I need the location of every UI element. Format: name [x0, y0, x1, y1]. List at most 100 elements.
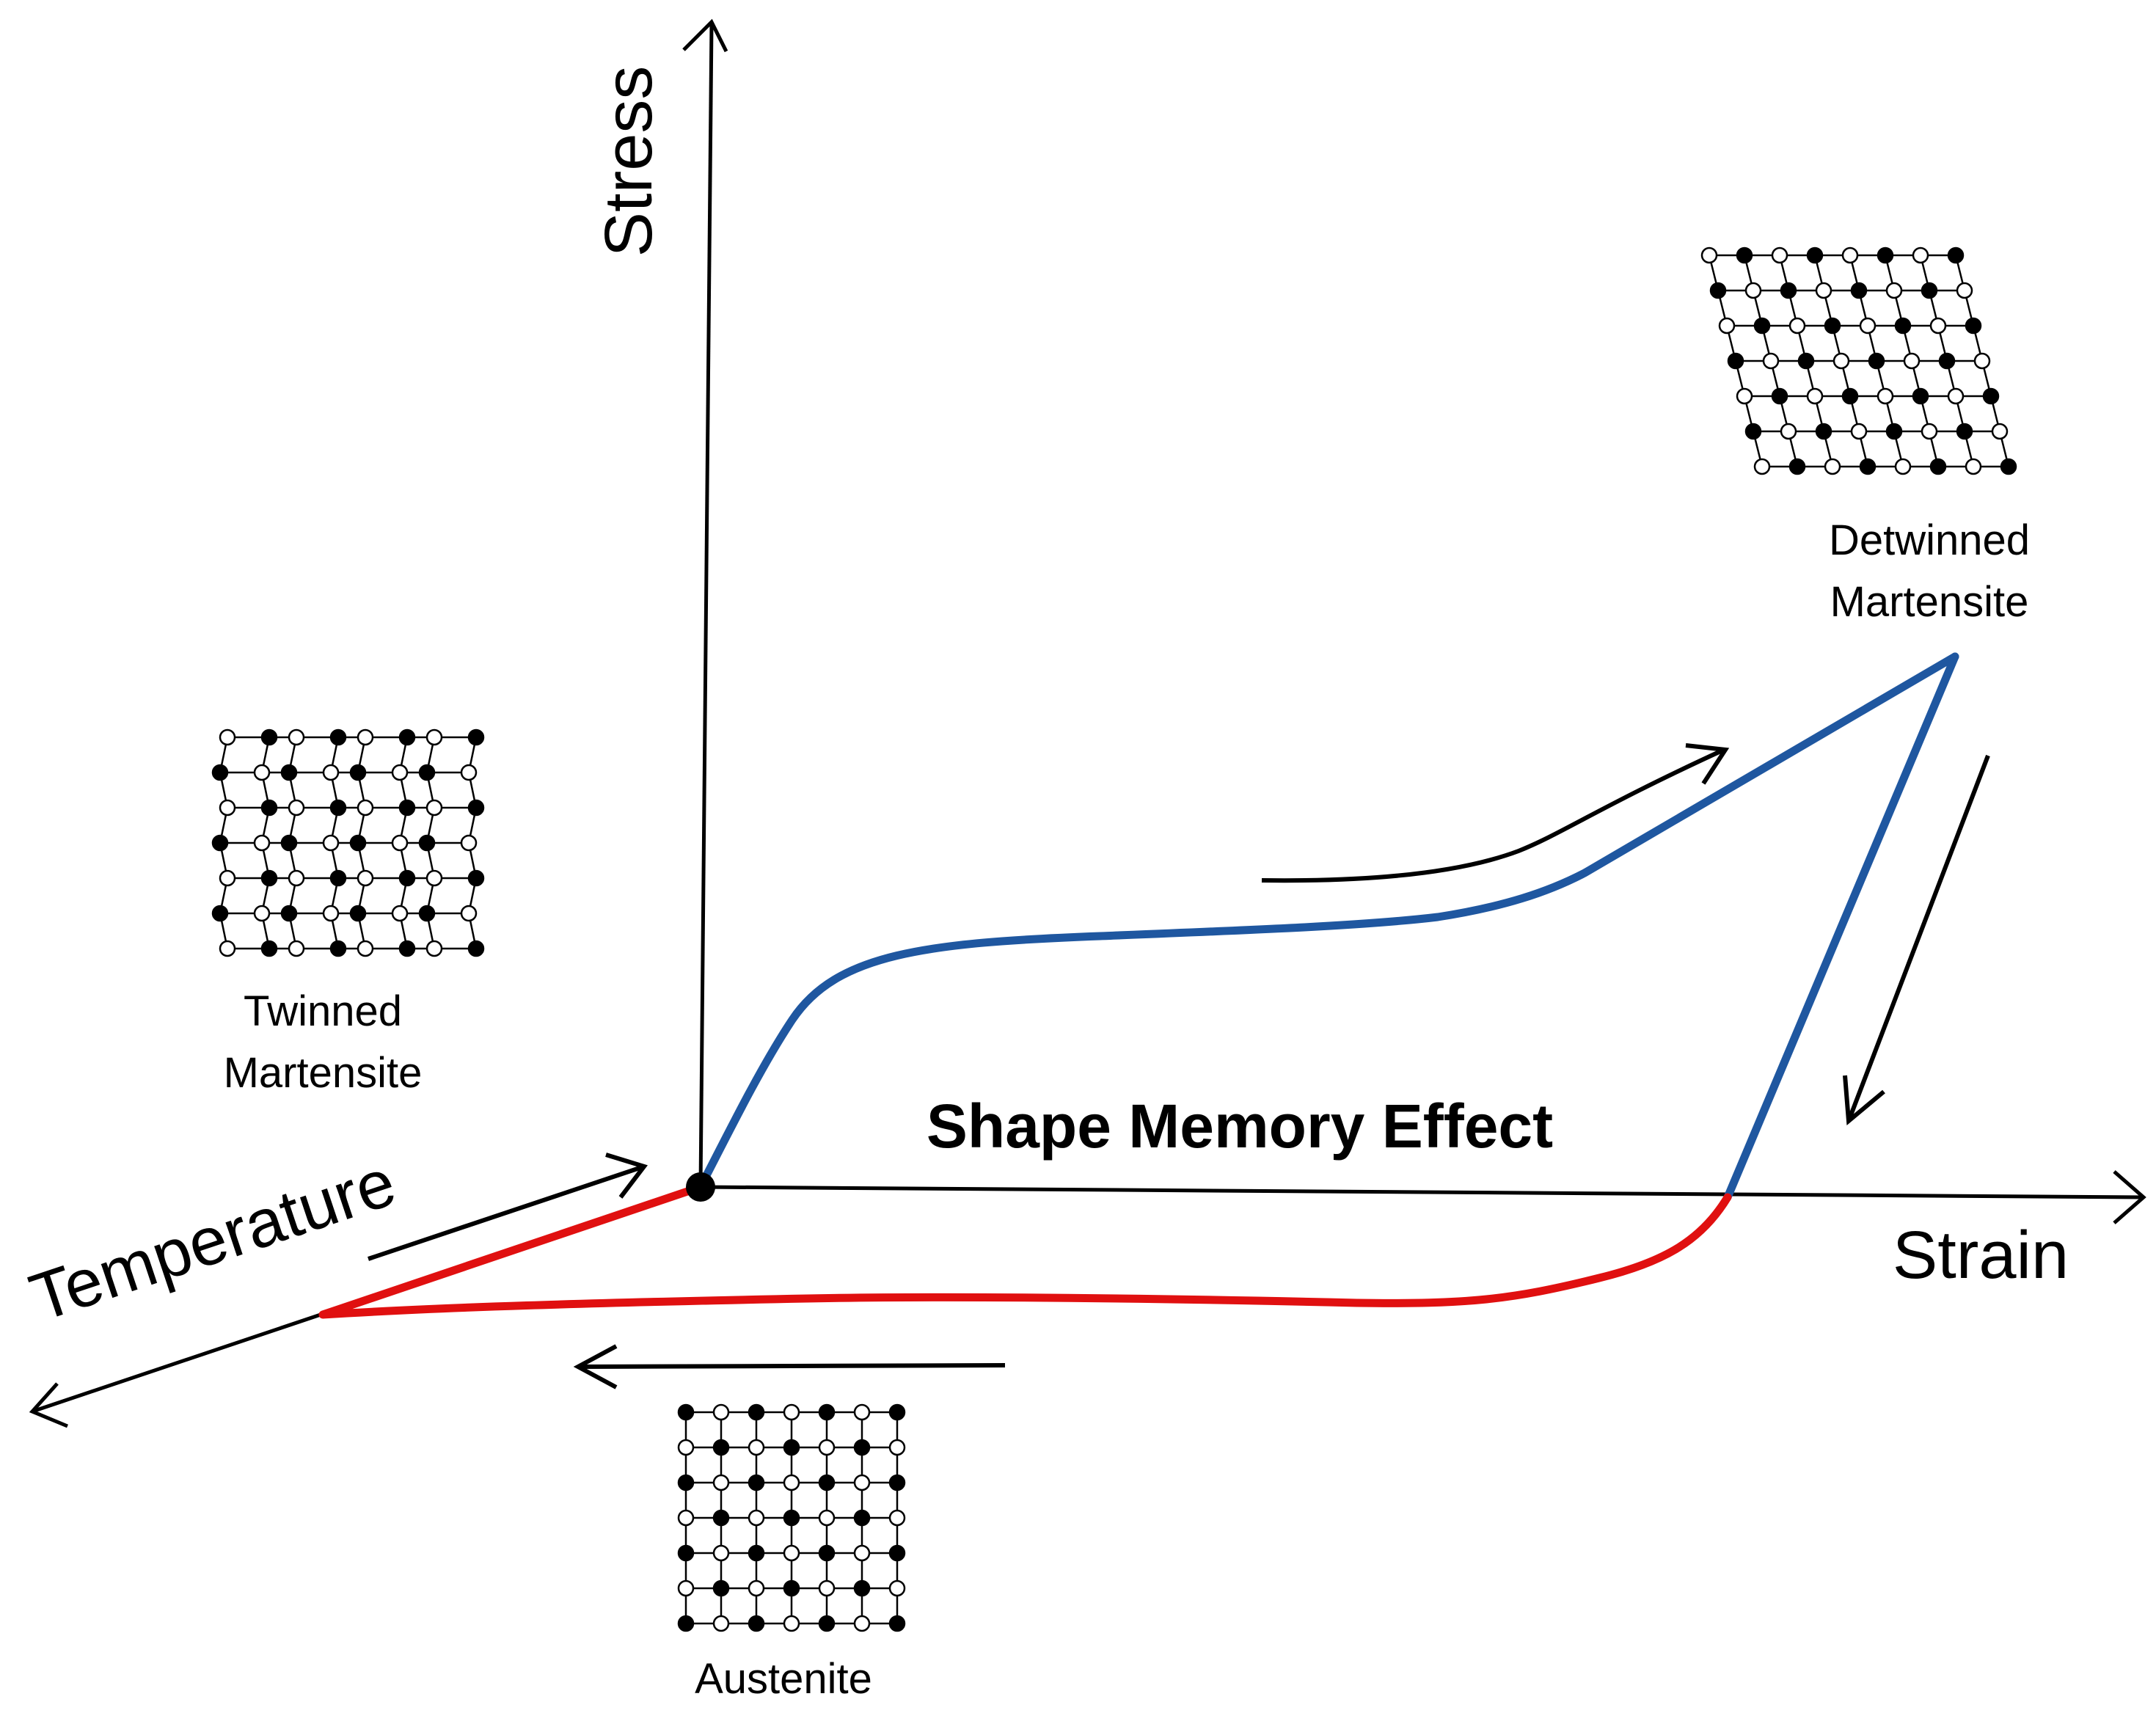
- atom-filled-icon: [398, 728, 416, 746]
- atom-open-icon: [712, 1615, 730, 1632]
- atom-open-icon: [1929, 317, 1947, 335]
- atom-filled-icon: [712, 1579, 730, 1597]
- atom-filled-icon: [783, 1579, 800, 1597]
- atom-filled-icon: [1824, 317, 1841, 335]
- atom-open-icon: [1965, 458, 1982, 475]
- temperature-axis-arrowhead-icon: [29, 1382, 68, 1428]
- atom-filled-icon: [280, 834, 298, 852]
- atom-open-icon: [712, 1403, 730, 1421]
- atom-open-icon: [1753, 458, 1771, 475]
- atom-filled-icon: [818, 1615, 836, 1632]
- atom-filled-icon: [211, 905, 229, 922]
- atom-open-icon: [425, 728, 443, 746]
- atom-filled-icon: [418, 764, 436, 781]
- cooling-direction-arrow-icon: [579, 1363, 1006, 1369]
- atom-open-icon: [1736, 387, 1753, 405]
- atom-open-icon: [253, 905, 271, 922]
- atom-filled-icon: [329, 869, 347, 887]
- atom-open-icon: [783, 1544, 800, 1562]
- atom-filled-icon: [748, 1474, 765, 1491]
- atom-open-icon: [425, 869, 443, 887]
- atom-filled-icon: [888, 1615, 906, 1632]
- atom-open-icon: [253, 764, 271, 781]
- atom-filled-icon: [467, 940, 485, 957]
- atom-filled-icon: [260, 940, 278, 957]
- atom-open-icon: [1815, 282, 1832, 299]
- atom-filled-icon: [1736, 246, 1753, 264]
- atom-open-icon: [1947, 387, 1965, 405]
- atom-open-icon: [1956, 282, 1973, 299]
- atom-open-icon: [322, 905, 340, 922]
- atom-open-icon: [391, 764, 409, 781]
- twinned-martensite-label-line2: Martensite: [224, 1049, 423, 1097]
- atom-open-icon: [1841, 246, 1859, 264]
- atom-filled-icon: [712, 1509, 730, 1527]
- atom-filled-icon: [349, 905, 367, 922]
- atom-open-icon: [391, 905, 409, 922]
- atom-filled-icon: [783, 1439, 800, 1456]
- direction-arrows: [368, 743, 1990, 1389]
- unloading-direction-arrow-icon: [1846, 754, 1990, 1122]
- atom-open-icon: [888, 1509, 906, 1527]
- atom-open-icon: [677, 1439, 695, 1456]
- atom-filled-icon: [1938, 352, 1956, 370]
- atom-filled-icon: [467, 869, 485, 887]
- atom-open-icon: [1718, 317, 1736, 335]
- atom-filled-icon: [1771, 387, 1788, 405]
- atom-open-icon: [1912, 246, 1929, 264]
- atom-open-icon: [1894, 458, 1912, 475]
- loading-direction-arrow-icon: [1261, 748, 1725, 883]
- atom-filled-icon: [853, 1439, 871, 1456]
- atom-filled-icon: [677, 1474, 695, 1491]
- atom-open-icon: [425, 799, 443, 817]
- cooling-direction-arrowhead-icon: [573, 1344, 618, 1389]
- atom-open-icon: [1762, 352, 1780, 370]
- atom-filled-icon: [1877, 246, 1894, 264]
- atom-filled-icon: [398, 940, 416, 957]
- atom-open-icon: [1744, 282, 1762, 299]
- atom-open-icon: [1921, 423, 1938, 440]
- atom-open-icon: [1771, 246, 1788, 264]
- atom-filled-icon: [712, 1439, 730, 1456]
- atom-open-icon: [1973, 352, 1991, 370]
- atom-filled-icon: [2000, 458, 2017, 475]
- atom-filled-icon: [1788, 458, 1806, 475]
- atom-filled-icon: [1912, 387, 1929, 405]
- atom-open-icon: [391, 834, 409, 852]
- atom-filled-icon: [329, 940, 347, 957]
- atom-open-icon: [1850, 423, 1868, 440]
- atom-open-icon: [1859, 317, 1877, 335]
- atom-filled-icon: [888, 1474, 906, 1491]
- atom-filled-icon: [329, 728, 347, 746]
- strain-axis-label: Strain: [1893, 1218, 2069, 1293]
- atom-filled-icon: [260, 799, 278, 817]
- atom-open-icon: [288, 940, 305, 957]
- diagram-title: Shape Memory Effect: [927, 1092, 1553, 1161]
- atom-filled-icon: [1885, 423, 1903, 440]
- atom-open-icon: [853, 1544, 871, 1562]
- atom-open-icon: [288, 869, 305, 887]
- atom-open-icon: [853, 1474, 871, 1491]
- atom-open-icon: [712, 1474, 730, 1491]
- heating-curve: [318, 1183, 1732, 1319]
- atom-open-icon: [818, 1579, 836, 1597]
- atom-open-icon: [677, 1509, 695, 1527]
- atom-open-icon: [853, 1615, 871, 1632]
- atom-filled-icon: [1744, 423, 1762, 440]
- atom-filled-icon: [677, 1403, 695, 1421]
- atom-open-icon: [1991, 423, 2009, 440]
- atom-filled-icon: [467, 728, 485, 746]
- atom-filled-icon: [853, 1579, 871, 1597]
- atom-open-icon: [677, 1579, 695, 1597]
- atom-open-icon: [219, 869, 236, 887]
- atom-filled-icon: [260, 728, 278, 746]
- twinned-martensite-lattice-icon: [211, 728, 485, 957]
- atom-filled-icon: [280, 905, 298, 922]
- atom-filled-icon: [783, 1509, 800, 1527]
- atom-filled-icon: [1753, 317, 1771, 335]
- atom-filled-icon: [853, 1509, 871, 1527]
- atom-open-icon: [357, 728, 374, 746]
- twinned-martensite-label-line1: Twinned: [244, 987, 402, 1035]
- atom-filled-icon: [1841, 387, 1859, 405]
- atom-open-icon: [818, 1509, 836, 1527]
